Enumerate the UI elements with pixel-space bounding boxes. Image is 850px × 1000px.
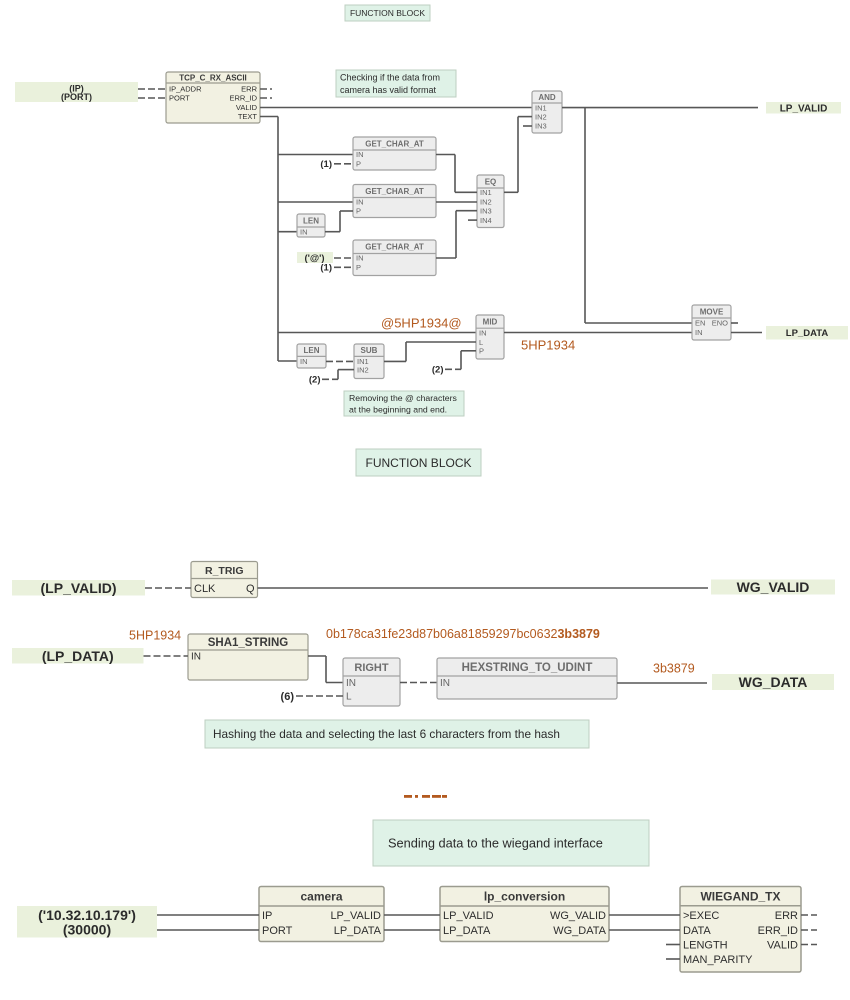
svg-text:LEN: LEN (303, 216, 319, 225)
svg-text:P: P (356, 207, 361, 216)
svg-text:IN: IN (300, 357, 308, 366)
svg-text:(LP_DATA): (LP_DATA) (42, 648, 114, 664)
svg-text:IP_ADDR: IP_ADDR (169, 85, 202, 94)
svg-text:P: P (479, 347, 484, 356)
svg-text:MAN_PARITY: MAN_PARITY (683, 954, 753, 966)
svg-text:(2): (2) (309, 375, 321, 386)
svg-text:TCP_C_RX_ASCII: TCP_C_RX_ASCII (179, 73, 247, 82)
svg-text:TEXT: TEXT (238, 112, 258, 121)
svg-text:IN: IN (356, 150, 364, 159)
svg-text:WG_DATA: WG_DATA (739, 674, 808, 690)
svg-text:(2): (2) (432, 365, 444, 376)
svg-text:WG_VALID: WG_VALID (550, 910, 606, 922)
svg-text:(LP_VALID): (LP_VALID) (41, 580, 117, 596)
svg-text:IN3: IN3 (535, 122, 547, 131)
svg-text:IN2: IN2 (535, 112, 547, 121)
svg-text:(30000): (30000) (63, 921, 111, 937)
svg-text:PORT: PORT (169, 94, 190, 103)
svg-text:('10.32.10.179'): ('10.32.10.179') (38, 907, 136, 923)
svg-text:Sending data to the wiegand in: Sending data to the wiegand interface (388, 836, 603, 851)
svg-text:FUNCTION BLOCK: FUNCTION BLOCK (350, 8, 425, 18)
svg-text:CLK: CLK (194, 583, 216, 595)
svg-text:LEN: LEN (304, 346, 320, 355)
svg-text:L: L (346, 692, 352, 703)
svg-text:5HP1934: 5HP1934 (129, 629, 181, 643)
svg-text:GET_CHAR_AT: GET_CHAR_AT (365, 243, 424, 252)
svg-text:>EXEC: >EXEC (683, 910, 719, 922)
svg-text:IN: IN (479, 329, 487, 338)
svg-text:MID: MID (483, 317, 498, 326)
svg-text:(1): (1) (320, 263, 332, 274)
svg-text:EQ: EQ (485, 177, 497, 186)
svg-text:IN3: IN3 (480, 206, 492, 215)
svg-text:R_TRIG: R_TRIG (205, 565, 244, 577)
svg-text:RIGHT: RIGHT (354, 662, 389, 674)
svg-text:AND: AND (538, 93, 556, 102)
svg-text:0b178ca31fe23d87b06a81859297bc: 0b178ca31fe23d87b06a81859297bc06323b3879 (326, 627, 600, 641)
svg-text:ENO: ENO (712, 319, 728, 328)
svg-text:GET_CHAR_AT: GET_CHAR_AT (365, 139, 424, 148)
svg-text:('@'): ('@') (304, 253, 324, 264)
svg-text:ERR_ID: ERR_ID (229, 94, 257, 103)
svg-text:LP_DATA: LP_DATA (786, 328, 829, 339)
svg-text:IN1: IN1 (480, 188, 492, 197)
svg-text:SHA1_STRING: SHA1_STRING (208, 637, 289, 649)
svg-text:Q: Q (246, 583, 255, 595)
svg-text:camera has valid format: camera has valid format (340, 85, 437, 95)
svg-text:(PORT): (PORT) (61, 92, 92, 102)
svg-text:SUB: SUB (361, 346, 378, 355)
svg-text:@5HP1934@: @5HP1934@ (381, 316, 462, 331)
svg-text:WG_DATA: WG_DATA (553, 925, 606, 937)
svg-text:LP_VALID: LP_VALID (443, 910, 494, 922)
svg-text:ERR_ID: ERR_ID (758, 925, 798, 937)
svg-text:Removing the @ characters: Removing the @ characters (349, 393, 457, 403)
svg-text:IN4: IN4 (480, 216, 492, 225)
svg-text:(IP): (IP) (69, 84, 84, 94)
svg-text:IN: IN (440, 678, 450, 689)
svg-text:LP_VALID: LP_VALID (330, 910, 381, 922)
svg-text:Checking if the data from: Checking if the data from (340, 73, 440, 83)
svg-text:IN: IN (300, 227, 308, 236)
svg-text:lp_conversion: lp_conversion (484, 890, 565, 904)
svg-text:camera: camera (300, 890, 342, 904)
svg-text:IN1: IN1 (535, 103, 547, 112)
svg-text:IN: IN (695, 328, 703, 337)
svg-text:FUNCTION BLOCK: FUNCTION BLOCK (365, 456, 471, 470)
svg-text:L: L (479, 338, 483, 347)
svg-text:VALID: VALID (767, 939, 798, 951)
svg-text:EN: EN (695, 319, 705, 328)
svg-text:GET_CHAR_AT: GET_CHAR_AT (365, 187, 424, 196)
svg-text:IP: IP (262, 910, 272, 922)
svg-text:PORT: PORT (262, 925, 293, 937)
svg-text:IN2: IN2 (480, 197, 492, 206)
svg-text:IN: IN (191, 652, 201, 663)
svg-text:IN: IN (346, 678, 356, 689)
svg-text:IN: IN (356, 198, 364, 207)
svg-text:WG_VALID: WG_VALID (737, 579, 810, 595)
svg-text:WIEGAND_TX: WIEGAND_TX (700, 889, 780, 903)
svg-text:Hashing the data and selecting: Hashing the data and selecting the last … (213, 727, 560, 741)
svg-text:P: P (356, 263, 361, 272)
svg-text:3b3879: 3b3879 (653, 662, 695, 676)
svg-text:5HP1934: 5HP1934 (521, 338, 575, 353)
svg-text:DATA: DATA (683, 925, 711, 937)
svg-text:IN1: IN1 (357, 357, 369, 366)
svg-text:MOVE: MOVE (700, 307, 724, 316)
svg-text:(1): (1) (320, 159, 332, 170)
svg-text:P: P (356, 160, 361, 169)
svg-text:HEXSTRING_TO_UDINT: HEXSTRING_TO_UDINT (462, 662, 593, 674)
svg-text:IN2: IN2 (357, 365, 369, 374)
svg-text:ERR: ERR (775, 910, 798, 922)
svg-text:(6): (6) (281, 691, 295, 703)
svg-text:VALID: VALID (236, 103, 258, 112)
svg-text:LP_DATA: LP_DATA (334, 925, 382, 937)
svg-text:at the beginning and end.: at the beginning and end. (349, 405, 447, 415)
svg-text:LP_DATA: LP_DATA (443, 925, 491, 937)
svg-text:IN: IN (356, 254, 364, 263)
svg-text:LP_VALID: LP_VALID (780, 103, 828, 114)
svg-text:ERR: ERR (241, 85, 257, 94)
svg-text:LENGTH: LENGTH (683, 939, 728, 951)
